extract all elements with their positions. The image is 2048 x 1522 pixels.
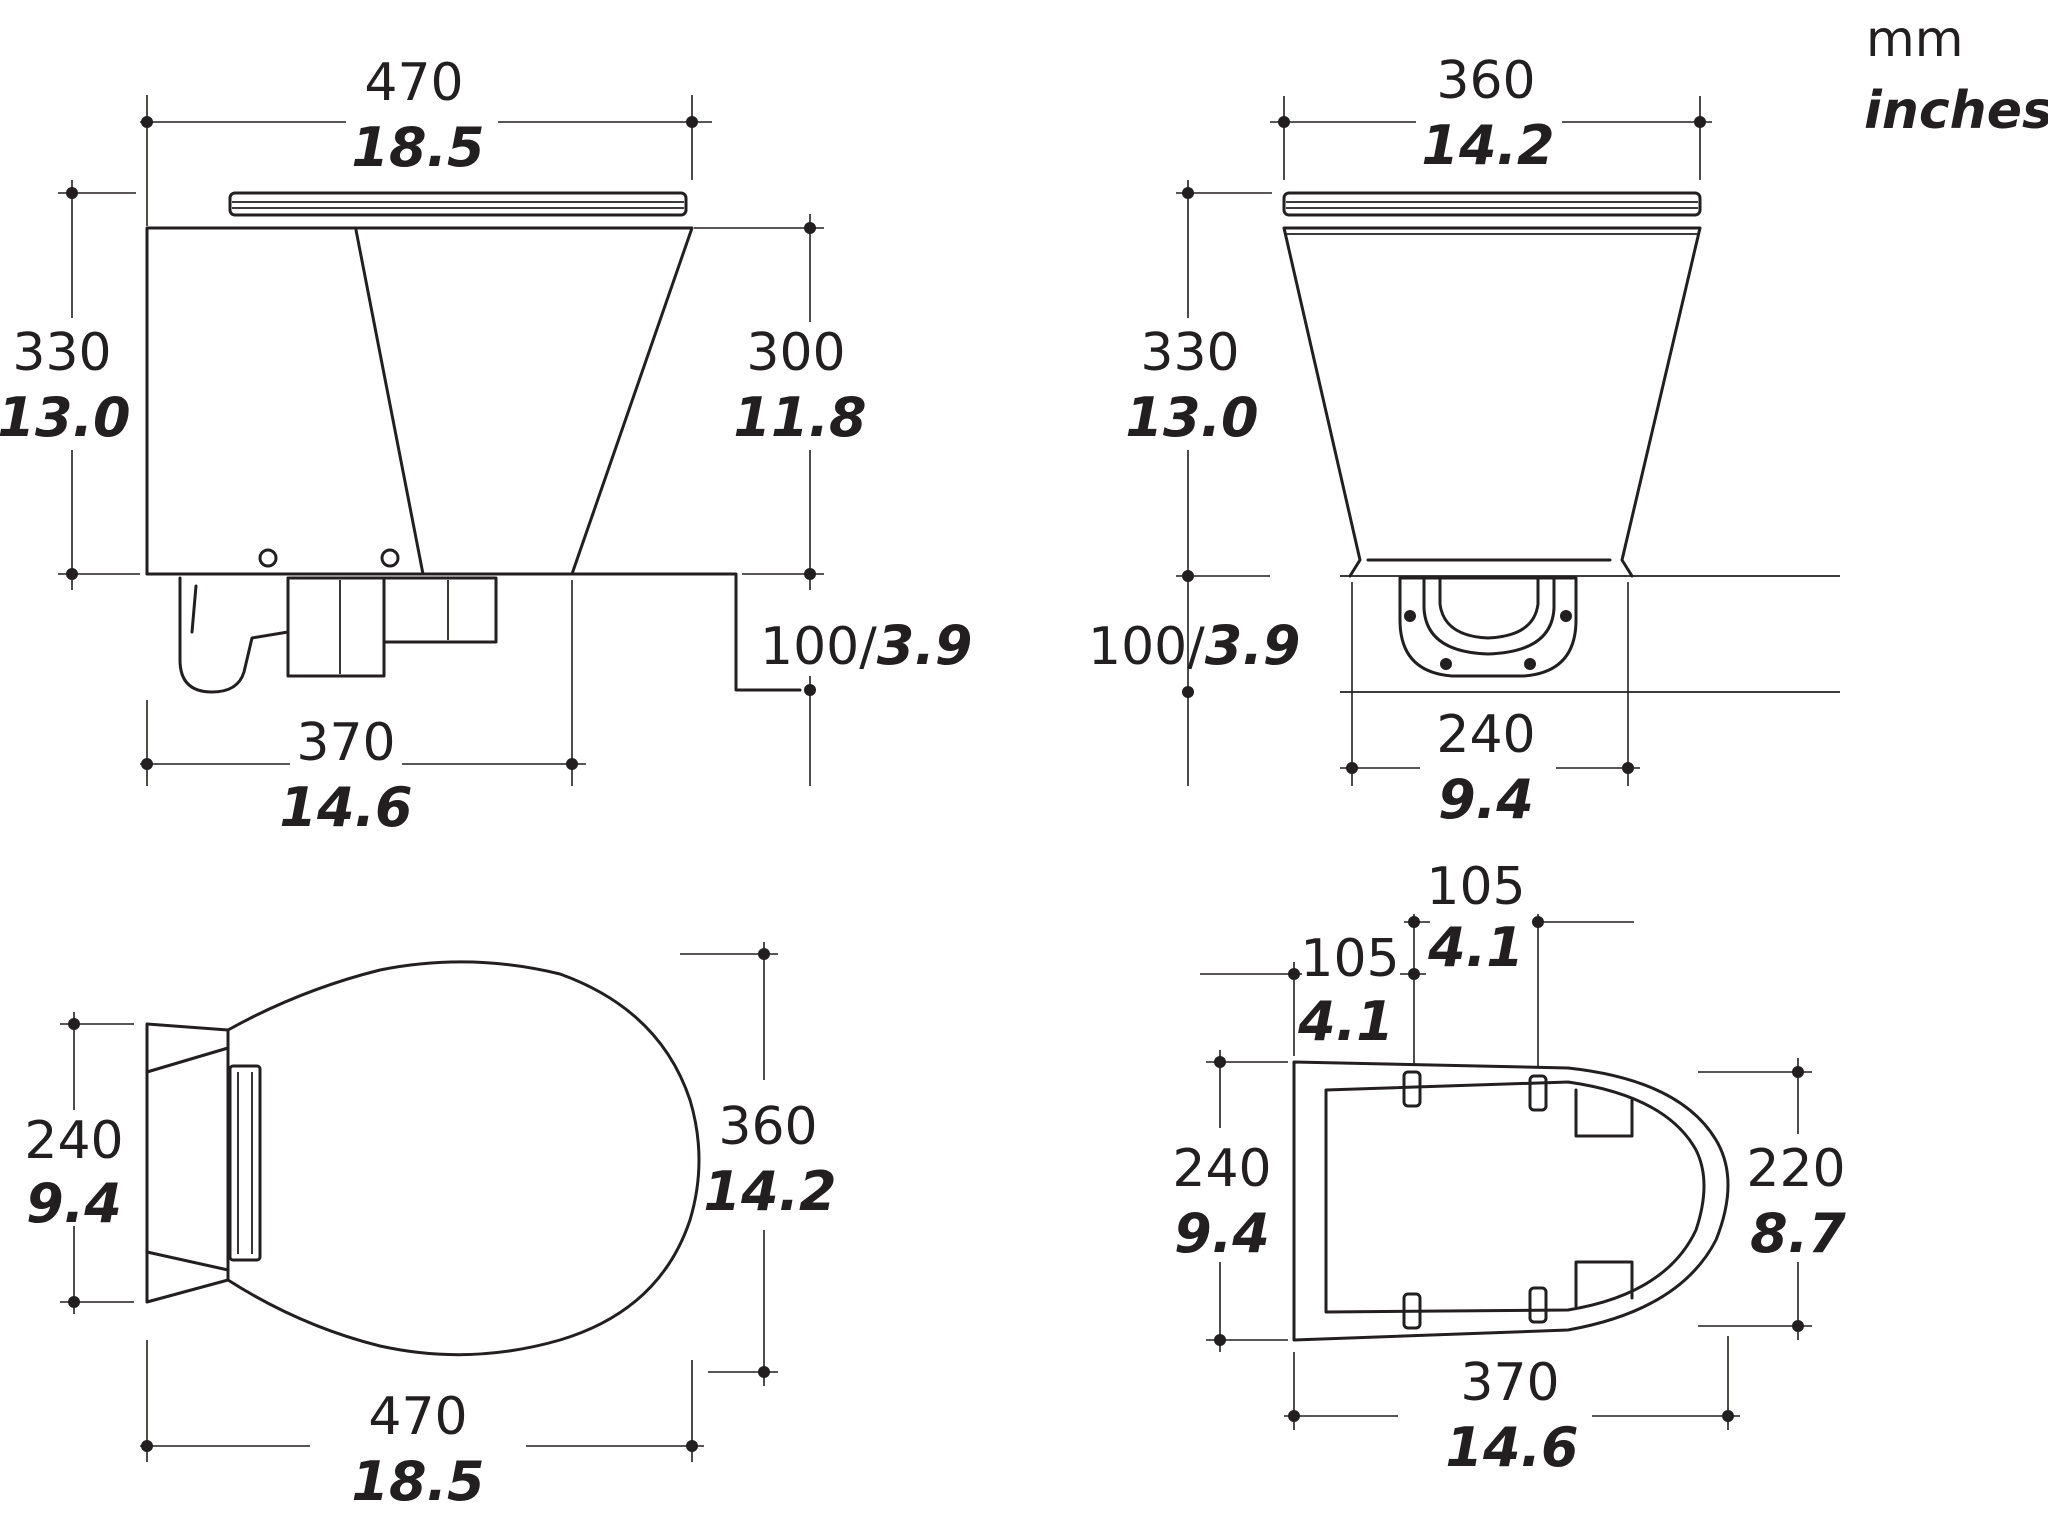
front-height-in: 13.0 — [1125, 386, 1258, 449]
base-width-in: 9.4 — [1174, 1202, 1270, 1265]
top-length-mm: 470 — [368, 1387, 467, 1447]
front-base-depth: 100/3.9 — [1088, 614, 1300, 677]
dimension-labels: 105 4.1 105 4.1 240 9.4 220 8.7 370 14.6 — [1172, 857, 1846, 1479]
base-inner-outline — [1324, 1080, 1706, 1314]
base-length-mm: 370 — [1460, 1353, 1559, 1413]
front-height-mm: 330 — [1140, 323, 1239, 383]
base-front-width-in: 8.7 — [1750, 1202, 1846, 1265]
bowl-body — [1282, 226, 1702, 578]
mounting-slot — [1528, 1074, 1548, 1112]
base-plan-view: 105 4.1 105 4.1 240 9.4 220 8.7 370 14.6 — [1172, 857, 1846, 1479]
dimension-lines — [60, 942, 778, 1462]
units-legend: mm inches — [1864, 10, 2048, 141]
front-view-outline — [1282, 191, 1840, 693]
front-base-depth-in: 3.9 — [1205, 614, 1301, 677]
side-base-depth-mm: 100/ — [760, 617, 877, 677]
base-profile — [145, 572, 802, 692]
bowl-body — [145, 226, 694, 576]
side-base-depth: 100/3.9 — [760, 614, 972, 677]
side-base-depth-in: 3.9 — [877, 614, 973, 677]
seat-hinge — [228, 1064, 262, 1262]
side-view-outline — [145, 191, 802, 694]
bolt-offset-1-mm: 105 — [1426, 857, 1525, 917]
base-width-mm: 240 — [1172, 1139, 1271, 1199]
pump-housing — [286, 576, 386, 678]
top-seat-width-in: 14.2 — [703, 1160, 836, 1223]
unit-imperial-label: inches — [1864, 81, 2048, 141]
seat-lid — [1282, 191, 1702, 217]
front-view: 360 14.2 330 13.0 100/3.9 240 9.4 — [1088, 51, 1840, 831]
pump-motor — [382, 576, 498, 644]
bowl-height-in: 11.8 — [733, 386, 866, 449]
side-view: 470 18.5 330 13.0 300 11.8 100/3.9 370 1… — [0, 53, 972, 839]
base-plan-outline — [1292, 1060, 1730, 1342]
base-length-in: 14.6 — [1445, 1416, 1578, 1479]
outlet-pipe — [178, 576, 290, 694]
top-view-outline — [145, 960, 701, 1357]
dimension-lines — [1200, 914, 1812, 1430]
seat-outline — [226, 960, 701, 1357]
front-width-mm: 360 — [1436, 51, 1535, 111]
base-front-width-mm: 220 — [1746, 1139, 1845, 1199]
top-view: 240 9.4 360 14.2 470 18.5 — [24, 942, 837, 1513]
front-base-width-mm: 240 — [1436, 705, 1535, 765]
base-outer-outline — [1292, 1060, 1730, 1342]
side-width-in: 18.5 — [351, 116, 484, 179]
seat-lid — [228, 191, 688, 217]
side-height-in: 13.0 — [0, 386, 131, 449]
fixing-hole — [258, 548, 278, 568]
front-width-in: 14.2 — [1421, 114, 1554, 177]
unit-metric-label: mm — [1866, 10, 1963, 68]
dimension-lines — [1176, 96, 1712, 786]
side-height-mm: 330 — [12, 323, 111, 383]
dimension-lines — [58, 95, 824, 786]
front-base-depth-mm: 100/ — [1088, 617, 1205, 677]
dimension-labels: 360 14.2 330 13.0 100/3.9 240 9.4 — [1088, 51, 1555, 831]
bolt-offset-2-in: 4.1 — [1297, 990, 1394, 1053]
body-seam-line — [354, 228, 425, 576]
side-base-length-mm: 370 — [296, 713, 395, 773]
top-back-width-mm: 240 — [24, 1111, 123, 1171]
mounting-slot — [1402, 1070, 1422, 1108]
top-seat-width-mm: 360 — [718, 1097, 817, 1157]
top-back-width-in: 9.4 — [26, 1172, 122, 1235]
mounting-slot — [1402, 1292, 1422, 1330]
bolt-offset-1-in: 4.1 — [1427, 916, 1524, 979]
bowl-height-mm: 300 — [746, 323, 845, 383]
dimension-labels: 240 9.4 360 14.2 470 18.5 — [24, 1097, 836, 1513]
outlet-flange — [1398, 576, 1578, 678]
mounting-slot — [1528, 1286, 1548, 1324]
fixing-hole — [380, 548, 400, 568]
dimension-labels: 470 18.5 330 13.0 300 11.8 100/3.9 370 1… — [0, 53, 972, 839]
side-width-mm: 470 — [364, 53, 463, 113]
top-length-in: 18.5 — [351, 1450, 484, 1513]
front-base-width-in: 9.4 — [1438, 768, 1534, 831]
side-base-length-in: 14.6 — [279, 776, 412, 839]
bolt-offset-2-mm: 105 — [1300, 929, 1399, 989]
